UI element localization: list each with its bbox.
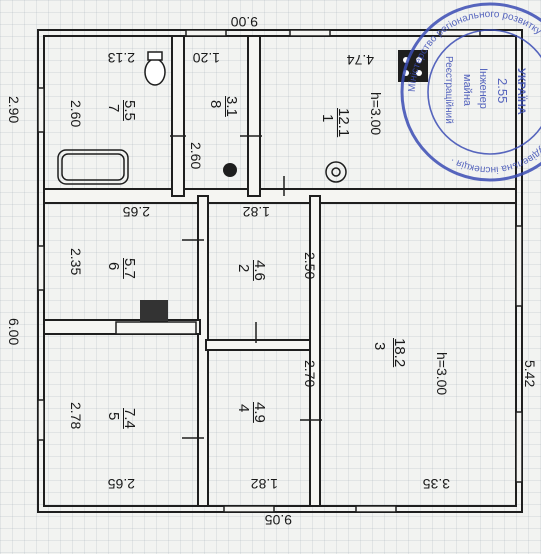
room1-area: 12.1 — [335, 108, 352, 138]
dim-overall-width-bottom: 9.00 — [230, 14, 258, 30]
dim-room3-depth: 1.82 — [250, 476, 278, 492]
stove — [398, 50, 428, 82]
window — [37, 87, 45, 133]
room6-area: 5.7 — [121, 258, 138, 279]
interior-wall-v4 — [247, 35, 261, 197]
room7-area: 5.5 — [121, 100, 138, 121]
dim-room2-height: 2.50 — [302, 252, 318, 280]
toilet — [144, 51, 166, 86]
outer-wall — [37, 29, 523, 513]
room1-number: 1 — [319, 114, 336, 123]
room3-ceiling-height: h=3.00 — [434, 352, 450, 396]
window — [223, 505, 275, 513]
bathtub — [57, 149, 129, 185]
boiler — [325, 161, 347, 183]
room4-number: 4 — [235, 404, 252, 413]
room4-area: 4.9 — [251, 402, 268, 423]
window — [355, 505, 397, 513]
room7-number: 7 — [105, 104, 122, 113]
dim-room8-height: 2.60 — [188, 142, 204, 170]
room1-ceiling-height: h=3.00 — [368, 92, 384, 136]
window — [37, 245, 45, 291]
dim-room6-height: 2.35 — [68, 248, 84, 276]
sink — [223, 163, 237, 177]
interior-wall-v2 — [309, 195, 321, 507]
dim-overall-width-top: 9.05 — [264, 512, 292, 528]
dim-room4-width-a: 2.65 — [122, 204, 150, 220]
room3-area: 18.2 — [391, 338, 408, 368]
room5-number: 5 — [105, 412, 122, 421]
room8-number: 8 — [207, 100, 224, 109]
interior-wall-v3 — [171, 35, 185, 197]
dim-room5-width: 2.65 — [107, 476, 135, 492]
dim-overall-height-left: 5.42 — [522, 360, 538, 388]
window — [515, 225, 523, 307]
room6-number: 6 — [105, 262, 122, 271]
window — [439, 29, 481, 37]
room2-number: 2 — [235, 264, 252, 273]
interior-wall-horizontal — [43, 188, 517, 204]
window — [37, 399, 45, 441]
room5-area: 7.4 — [121, 408, 138, 429]
dim-room7-width: 2.13 — [107, 50, 135, 66]
window — [185, 29, 227, 37]
dim-room7-outer: 2.90 — [6, 96, 22, 124]
room3-number: 3 — [371, 342, 388, 351]
dim-room7-height: 2.60 — [68, 100, 84, 128]
room2-area: 4.6 — [251, 260, 268, 281]
dim-room5-height: 2.78 — [68, 402, 84, 430]
dim-bay-left: 3.35 — [422, 476, 450, 492]
room8-area: 3.1 — [223, 96, 240, 117]
furnace — [115, 300, 197, 335]
dim-room1-width: 4.74 — [346, 52, 374, 68]
dim-room4-width-b: 1.82 — [242, 204, 270, 220]
window — [515, 411, 523, 483]
dim-room8-width: 1.20 — [192, 50, 220, 66]
interior-wall-h3 — [205, 339, 317, 351]
dim-overall-height-right: 6.00 — [6, 318, 22, 346]
dim-room4-height: 2.70 — [302, 360, 318, 388]
window — [289, 29, 331, 37]
